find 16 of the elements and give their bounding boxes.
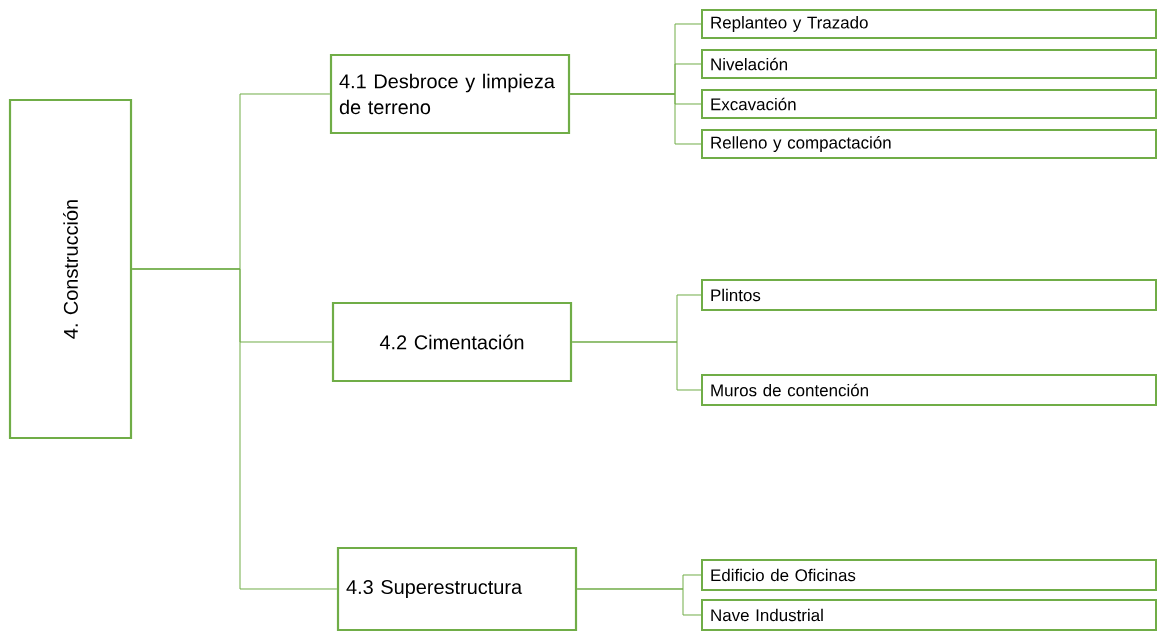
connector (131, 268, 338, 590)
subtask-box: Muros de contención (701, 374, 1157, 406)
subtask-box: Edificio de Oficinas (701, 559, 1157, 591)
subtask-box: Nave Industrial (701, 599, 1157, 631)
connector (576, 588, 702, 616)
task-box: 4.3 Superestructura (336, 546, 578, 632)
subtask-box: Plintos (701, 279, 1157, 311)
connector (569, 93, 702, 145)
connector (571, 341, 702, 391)
subtask-box: Nivelación (701, 49, 1157, 79)
phase-box: 4. Construcción (8, 98, 133, 440)
subtask-box: Replanteo y Trazado (701, 9, 1157, 39)
task-box: 4.2 Cimentación (331, 301, 573, 383)
task-box: 4.1 Desbroce y limpieza de terreno (329, 53, 571, 135)
subtask-box: Relleno y compactación (701, 129, 1157, 159)
subtask-box: Excavación (701, 89, 1157, 119)
